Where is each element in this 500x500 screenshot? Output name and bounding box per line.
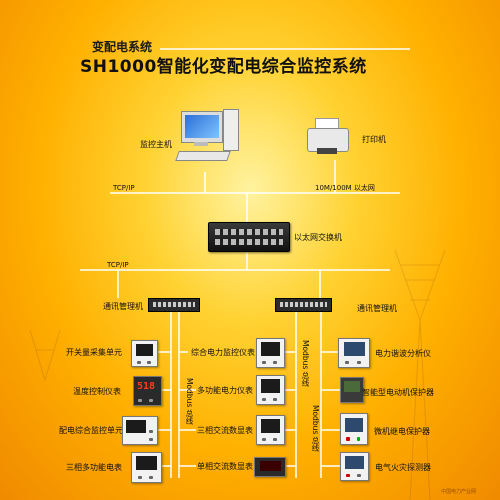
three-phase-meter [131, 452, 162, 483]
pc-tower-icon [223, 109, 239, 151]
device-label-col2-1: 多功能电力仪表 [197, 386, 253, 395]
tcpip-label-top: TCP/IP [113, 184, 135, 192]
keyboard-icon [175, 151, 231, 161]
device-label-col2-0: 综合电力监控仪表 [191, 348, 255, 357]
comm-manager-left [148, 298, 200, 312]
single-phase-display-meter [254, 457, 286, 477]
device-label-col3-2: 微机继电保护器 [374, 427, 430, 436]
power-monitor-meter [256, 338, 285, 368]
monitor-icon [181, 111, 223, 143]
modbus-label-right-1: Modbus 总线 [301, 340, 310, 387]
harmonic-analyzer [338, 338, 370, 368]
temp-display: 518 [137, 381, 156, 392]
comm-manager-right-label: 通讯管理机 [357, 304, 397, 313]
fire-detector [340, 452, 369, 481]
comm-manager-right [275, 298, 332, 312]
monitoring-host-pc [175, 107, 239, 175]
modbus-label-left: Modbus 总线 [185, 378, 194, 425]
watermark: 中国电力产业网 [441, 489, 477, 495]
relay-protector [340, 413, 368, 445]
device-label-col3-3: 电气火灾探测器 [375, 463, 431, 472]
device-label-col1-3: 三相多功能电表 [66, 463, 122, 472]
comm-manager-left-label: 通讯管理机 [103, 302, 143, 311]
printer-label: 打印机 [362, 135, 386, 144]
ethernet-label: 10M/100M 以太网 [315, 184, 375, 192]
ethernet-switch [208, 222, 290, 252]
distribution-monitor-unit [122, 416, 158, 445]
printer-icon [305, 118, 349, 158]
diagram-subtitle: 变配电系统 [92, 40, 153, 54]
motor-protector [340, 377, 364, 403]
device-label-col3-1: 智能型电动机保护器 [362, 388, 434, 397]
device-label-col3-0: 电力谐波分析仪 [375, 349, 431, 358]
tcpip-label-mid: TCP/IP [107, 261, 129, 269]
three-phase-display-meter [256, 415, 285, 445]
switch-label: 以太网交换机 [294, 233, 342, 242]
temperature-controller: 518 [133, 376, 162, 406]
multifunction-meter [256, 375, 285, 405]
device-label-col1-0: 开关量采集单元 [66, 348, 122, 357]
device-label-col1-1: 温度控制仪表 [73, 387, 121, 396]
device-label-col1-2: 配电综合监控单元 [59, 426, 123, 435]
switch-acquisition-unit [131, 340, 158, 367]
device-label-col2-2: 三相交流数显表 [197, 426, 253, 435]
host-label: 监控主机 [140, 140, 172, 149]
diagram-title: SH1000智能化变配电综合监控系统 [80, 57, 367, 77]
modbus-label-right-2: Modbus 总线 [311, 405, 320, 452]
device-label-col2-3: 单相交流数显表 [197, 462, 253, 471]
